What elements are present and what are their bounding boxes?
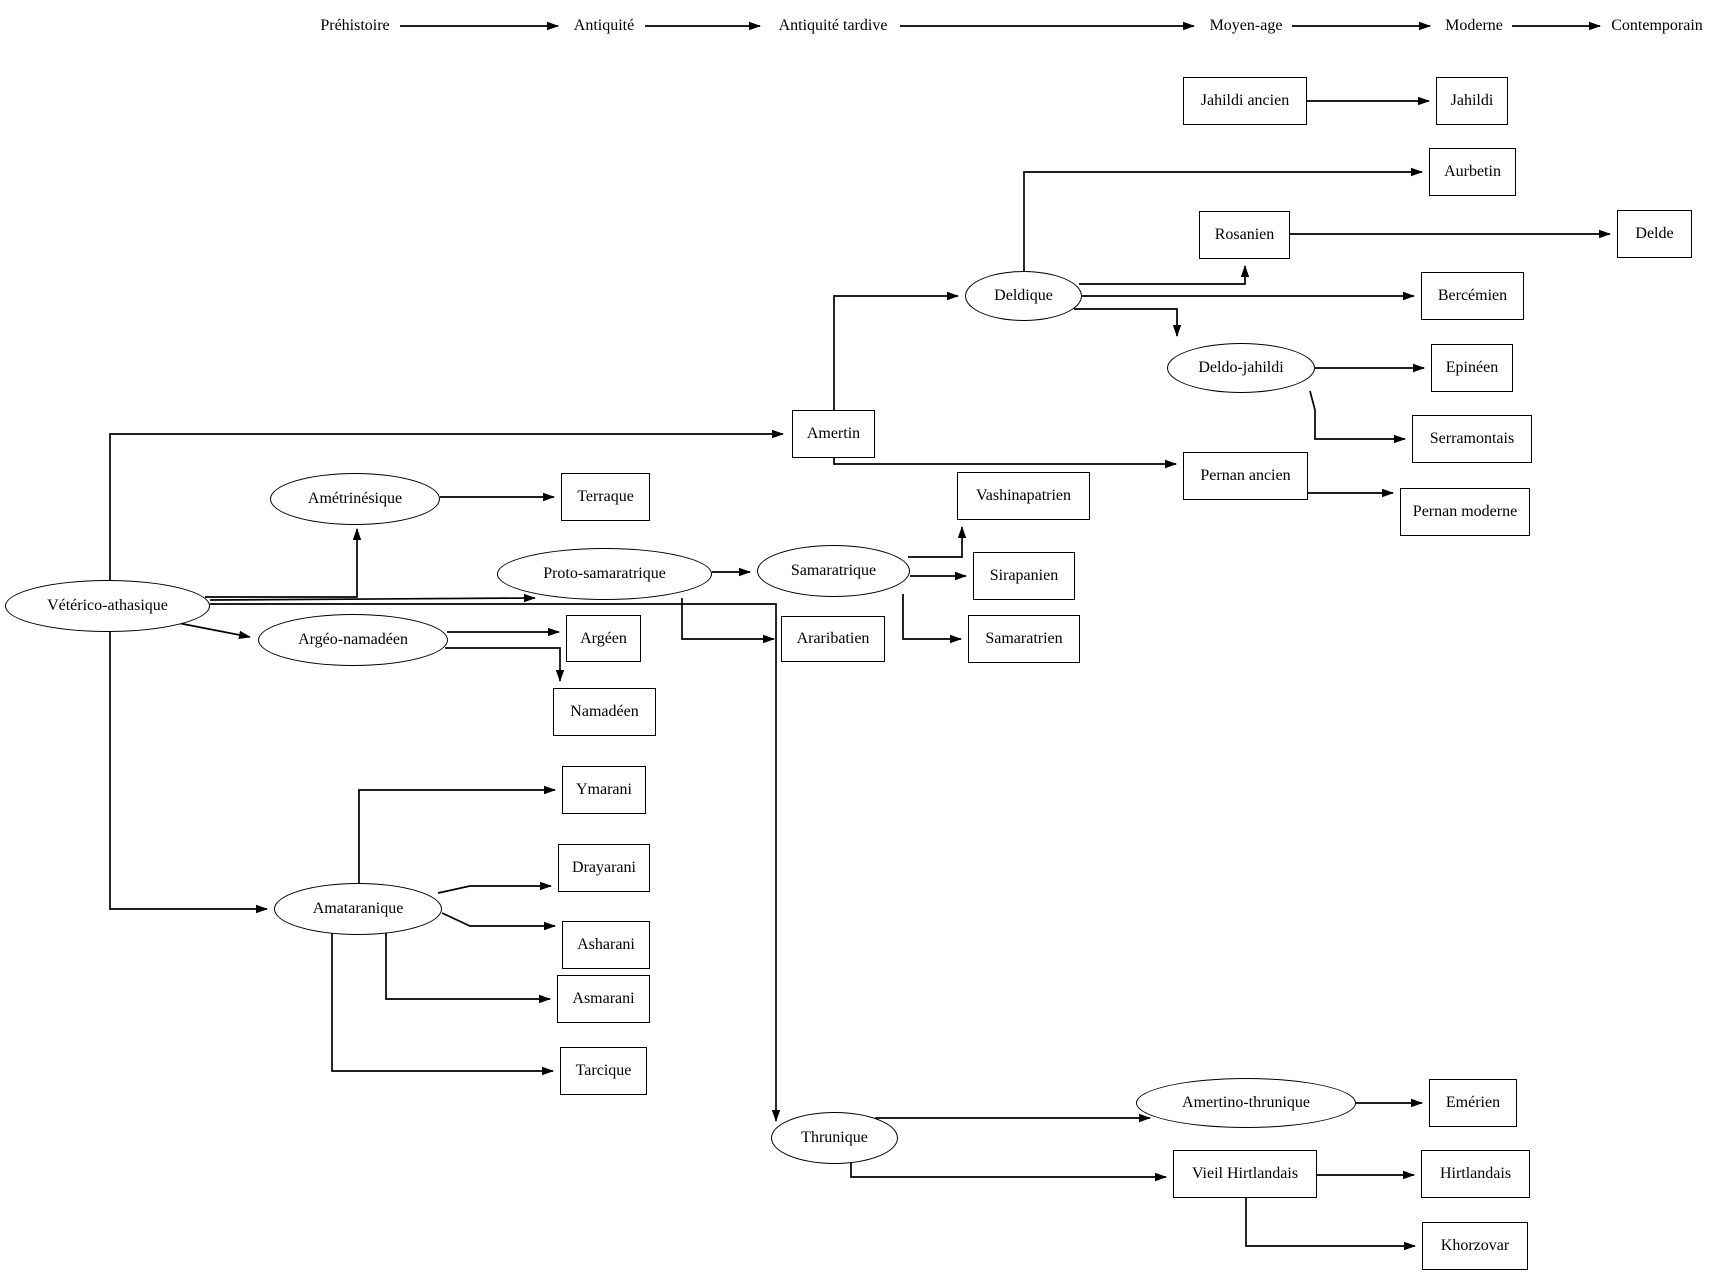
edge-veterico-athasique-amertin [109,429,784,580]
era-label-contemporain: Contemporain [1609,17,1705,35]
edge-argeo-namadeen-namadeen [445,647,565,682]
edge-vieil-hirtlandais-khorzovar [1245,1198,1416,1251]
node-amertino-thrunique: Amertino-thrunique [1136,1078,1356,1128]
node-samaratrique: Samaratrique [757,545,910,597]
node-proto-samaratrique: Proto-samaratrique [497,548,712,600]
node-aurbetin: Aurbetin [1429,148,1516,196]
era-label-prehistoire: Préhistoire [318,17,392,35]
node-pernan-ancien: Pernan ancien [1183,452,1308,500]
era-label-moyen-age: Moyen-age [1207,17,1285,35]
node-epineen: Epinéen [1431,344,1513,392]
node-asmarani: Asmarani [557,975,650,1023]
node-deldo-jahildi: Deldo-jahildi [1167,343,1315,393]
node-jahildi-ancien: Jahildi ancien [1183,77,1307,125]
node-khorzovar: Khorzovar [1422,1222,1528,1270]
node-hirtlandais: Hirtlandais [1421,1150,1530,1198]
edge-amataranique-asharani [441,912,556,931]
edge-proto-samaratrique-araribatien [681,598,775,644]
edge-veterico-athasique-proto-samaratrique [209,593,536,603]
edge-amataranique-tarcique [331,932,554,1076]
edge-amataranique-asmarani [385,933,551,1004]
edge-deldique-aurbetin [1023,167,1423,271]
node-thrunique: Thrunique [771,1112,898,1164]
node-ymarani: Ymarani [562,766,646,814]
node-pernan-moderne: Pernan moderne [1400,488,1530,536]
edge-amertin-pernan-ancien [833,458,1177,469]
node-drayarani: Drayarani [558,844,650,892]
edge-amertin-deldique [833,291,959,410]
node-rosanien: Rosanien [1199,211,1290,259]
node-argeo-namadeen: Argéo-namadéen [258,614,448,666]
edge-amataranique-drayarani [437,881,552,894]
node-argeen: Argéen [566,615,641,662]
era-label-antiquite: Antiquité [571,17,637,35]
node-vashinapatrien: Vashinapatrien [957,472,1090,520]
node-sirapanien: Sirapanien [973,552,1075,600]
node-amertin: Amertin [792,410,875,458]
node-serramontais: Serramontais [1412,415,1532,463]
node-namadeen: Namadéen [553,688,656,736]
edge-veterico-athasique-ametrinesique [205,528,362,598]
edge-amataranique-ymarani [358,785,556,883]
edge-veterico-athasique-amataranique [109,631,268,914]
node-ametrinesique: Amétrinésique [270,473,440,525]
node-veterico-athasique: Vétérico-athasique [5,580,210,632]
diagram-edges [109,21,1611,1251]
node-araribatien: Araribatien [781,616,885,662]
node-deldique: Deldique [965,271,1082,321]
era-label-antiquite-tardive: Antiquité tardive [776,17,890,35]
edge-veterico-athasique-argeo-namadeen [177,622,251,640]
edge-deldique-deldo-jahildi [1074,308,1182,337]
node-amataranique: Amataranique [274,883,442,935]
edge-deldique-rosanien [1079,265,1250,285]
edge-deldo-jahildi-serramontais [1309,390,1406,444]
era-label-moderne: Moderne [1443,17,1505,35]
edge-thrunique-vieil-hirtlandais [850,1160,1167,1182]
node-vieil-hirtlandais: Vieil Hirtlandais [1173,1150,1317,1198]
edge-samaratrique-vashinapatrien [908,526,967,558]
node-asharani: Asharani [562,921,650,969]
edge-veterico-athasique-thrunique [210,603,781,1122]
node-samaratrien: Samaratrien [968,615,1080,663]
edge-samaratrique-samaratrien [902,594,962,644]
node-tarcique: Tarcique [560,1047,647,1095]
node-bercemien: Bercémien [1421,272,1524,320]
node-jahildi: Jahildi [1436,77,1508,125]
node-delde: Delde [1617,210,1692,258]
node-terraque: Terraque [561,473,650,521]
node-emerien: Emérien [1429,1079,1517,1127]
